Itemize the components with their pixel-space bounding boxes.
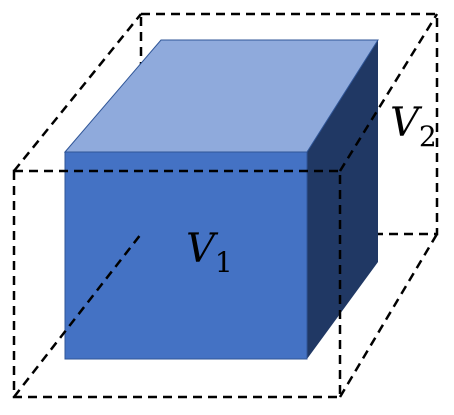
outer-volume-symbol: V [390,100,423,146]
cube-front-face [64,151,308,360]
cube-side-face [307,40,378,359]
outer-volume-subscript: 2 [419,120,437,153]
outer-volume-label: V2 [390,100,437,153]
inner-cube [63,39,379,360]
inner-volume-symbol: V [186,226,219,272]
outer-box-front [12,13,439,399]
inner-volume-subscript: 1 [215,246,233,279]
inner-volume-label: V1 [186,226,233,279]
